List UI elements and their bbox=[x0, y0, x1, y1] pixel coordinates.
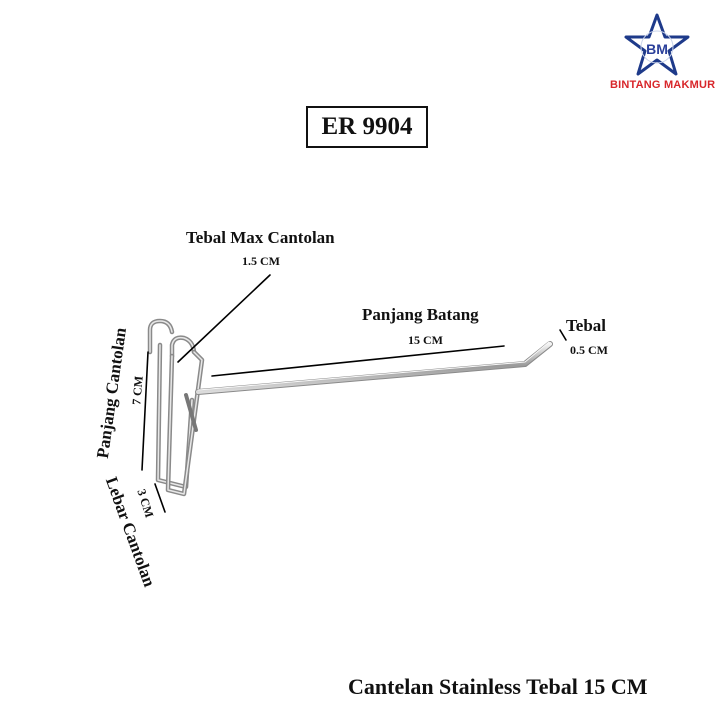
panjang-batang-dimension-line bbox=[211, 345, 505, 377]
product-code: ER 9904 bbox=[306, 106, 428, 148]
tebal-value: 0.5 CM bbox=[570, 343, 608, 357]
panjang-batang-value: 15 CM bbox=[408, 333, 443, 347]
tebal-max-label: Tebal Max Cantolan bbox=[186, 228, 335, 247]
tebal-max-value: 1.5 CM bbox=[242, 254, 280, 268]
panjang-cantolan-dimension-line bbox=[141, 351, 149, 471]
tebal-dimension-line bbox=[559, 329, 567, 341]
tebal-label: Tebal bbox=[566, 316, 607, 335]
brand-monogram: BM bbox=[646, 41, 668, 57]
lebar-cantolan-dimension-line bbox=[154, 483, 166, 513]
star-icon bbox=[624, 13, 690, 76]
panjang-batang-label: Panjang Batang bbox=[362, 305, 479, 324]
product-caption: Cantelan Stainless Tebal 15 CM bbox=[348, 674, 648, 699]
brand-name: BINTANG MAKMUR bbox=[610, 79, 716, 91]
brand-logo: BM bbox=[624, 13, 690, 76]
tebal-max-dimension-line bbox=[177, 274, 271, 363]
